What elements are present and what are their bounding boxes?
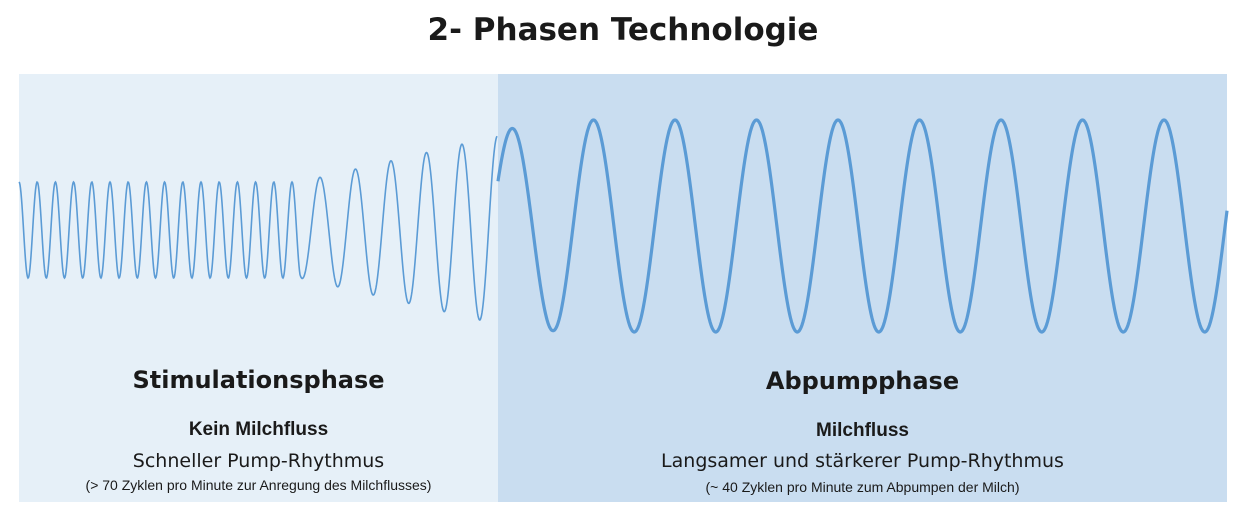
pumping-phase-description: Langsamer und stärkerer Pump-Rhythmus	[661, 450, 1064, 472]
stimulation-phase-panel	[19, 74, 498, 502]
pumping-phase-note: (~ 40 Zyklen pro Minute zum Abpumpen der…	[705, 479, 1020, 495]
slow-wave-line	[496, 118, 1229, 334]
pumping-phase-panel	[498, 74, 1227, 502]
pumping-phase-heading: Abpumpphase	[765, 367, 960, 395]
page-title: 2- Phasen Technologie	[427, 12, 819, 48]
stimulation-phase-heading: Stimulationsphase	[132, 366, 385, 394]
stimulation-phase-note: (> 70 Zyklen pro Minute zur Anregung des…	[85, 477, 432, 493]
stimulation-phase-subtitle: Kein Milchfluss	[188, 419, 329, 440]
stimulation-phase-description: Schneller Pump-Rhythmus	[132, 450, 385, 472]
pumping-phase-subtitle: Milchfluss	[816, 420, 909, 441]
fast-wave-line	[18, 135, 498, 321]
